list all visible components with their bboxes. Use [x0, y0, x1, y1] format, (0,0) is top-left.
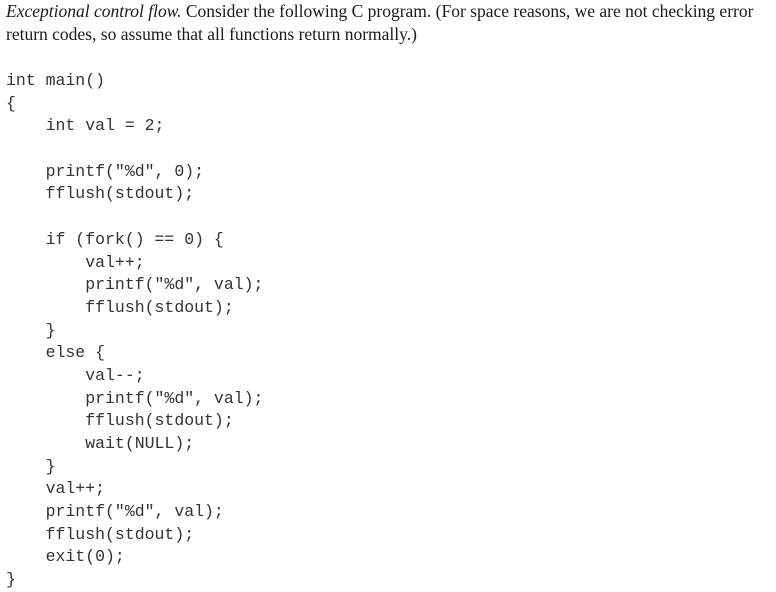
code-line: fflush(stdout);: [6, 184, 195, 204]
code-line: else {: [6, 343, 106, 363]
code-line: exit(0);: [6, 547, 125, 567]
code-line: fflush(stdout);: [6, 297, 234, 317]
code-line: fflush(stdout);: [6, 411, 234, 431]
code-line: printf("%d", val);: [6, 502, 224, 522]
code-line: fflush(stdout);: [6, 524, 195, 544]
code-line: }: [6, 320, 56, 340]
code-line: }: [6, 456, 56, 476]
problem-title: Exceptional control flow.: [6, 1, 182, 21]
code-line: printf("%d", 0);: [6, 161, 205, 181]
problem-statement: Exceptional control flow. Consider the f…: [6, 0, 776, 46]
problem-text: Consider the following C program. (For s…: [181, 1, 754, 21]
code-line: [6, 138, 263, 161]
code-line: int main(): [6, 71, 106, 90]
code-line: [6, 206, 263, 229]
code-line: if (fork() == 0) {: [6, 229, 224, 249]
code-line: val--;: [6, 365, 145, 385]
code-line: }: [6, 570, 16, 590]
code-line: wait(NULL);: [6, 434, 195, 453]
code-line: int val = 2;: [6, 116, 165, 136]
code-line: printf("%d", val);: [6, 388, 264, 408]
code-line: {: [6, 93, 16, 113]
problem-statement-line-1: Exceptional control flow. Consider the f…: [6, 0, 776, 23]
code-listing: int main() { int val = 2; printf("%d", 0…: [6, 70, 263, 592]
code-line: val++;: [6, 252, 145, 272]
problem-statement-line-2: return codes, so assume that all functio…: [6, 24, 417, 44]
code-line: val++;: [6, 479, 106, 499]
code-line: printf("%d", val);: [6, 275, 264, 295]
